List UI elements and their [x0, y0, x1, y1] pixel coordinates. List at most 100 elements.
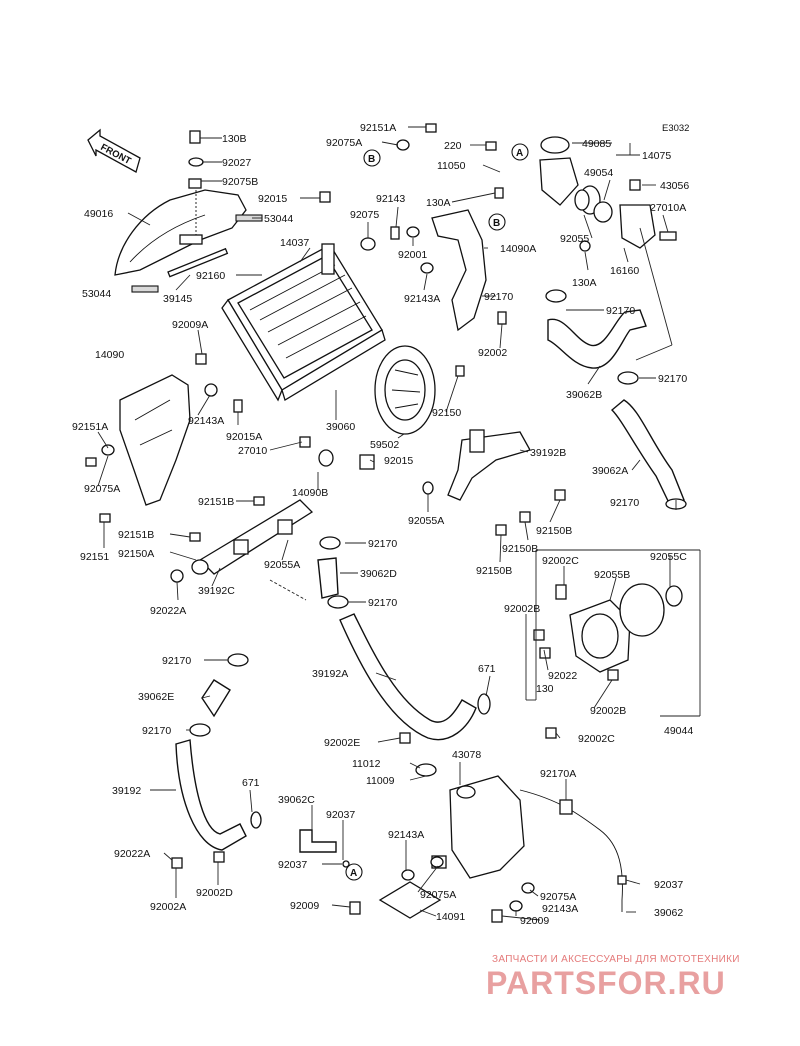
- part-label: 39192: [112, 785, 141, 797]
- part-label: 27010: [238, 445, 267, 457]
- part-label: 92002B: [504, 603, 540, 615]
- clamp-e-upper: [227, 653, 249, 667]
- part-label: 92001: [398, 249, 427, 261]
- shroud-bracket: [431, 209, 487, 332]
- part-label: 671: [242, 777, 260, 789]
- o-ring-671: [477, 693, 491, 715]
- lower-hose-e: [201, 679, 231, 718]
- thermostat-housing: [539, 136, 677, 249]
- radiator-upper-shroud: [114, 189, 247, 276]
- part-label: 92075A: [326, 137, 362, 149]
- part-label: 11012: [352, 758, 381, 770]
- part-number-labels: 130B 92027 92075B 49016 53044 53044 9216…: [72, 122, 693, 927]
- part-label: 92075A: [420, 889, 456, 901]
- part-label: 92143A: [404, 293, 440, 305]
- watermark-tagline: ЗАПЧАСТИ И АКСЕССУАРЫ ДЛЯ МОТОТЕХНИКИ: [492, 954, 740, 965]
- part-label: 92150B: [476, 565, 512, 577]
- part-label: 92002D: [196, 887, 233, 899]
- part-label: 92037: [326, 809, 355, 821]
- rubber-strip: [167, 247, 229, 278]
- svg-text:A: A: [350, 868, 357, 879]
- svg-text:B: B: [368, 154, 375, 165]
- part-label: 16160: [610, 265, 639, 277]
- part-label: 39062B: [566, 389, 602, 401]
- leader-lines: [97, 126, 701, 921]
- watermark: ЗАПЧАСТИ И АКСЕССУАРЫ ДЛЯ МОТОТЕХНИКИ PA…: [486, 954, 740, 1001]
- part-label: 92075A: [540, 891, 576, 903]
- upper-radiator-hose: [547, 309, 647, 369]
- part-label: 14090: [95, 349, 124, 361]
- part-label: 92143A: [188, 415, 224, 427]
- clamp-upper: [545, 289, 567, 303]
- part-label: 92015A: [226, 431, 262, 443]
- clamp-e-lower: [189, 723, 211, 737]
- part-label: 130A: [426, 197, 451, 209]
- part-label: 14091: [436, 911, 465, 923]
- callout-a-bottom[interactable]: A: [345, 863, 363, 881]
- overflow-hose: [519, 789, 623, 901]
- part-label: 92150B: [536, 525, 572, 537]
- part-label: 92170: [162, 655, 191, 667]
- part-label: 92170: [658, 373, 687, 385]
- cooling-fan: [359, 345, 436, 470]
- part-label: 92170A: [540, 768, 576, 780]
- part-label: 92055B: [594, 569, 630, 581]
- part-label: 92170: [142, 725, 171, 737]
- front-direction-arrow: FRONT: [87, 128, 141, 173]
- part-label: 130B: [222, 133, 247, 145]
- part-label: 39145: [163, 293, 192, 305]
- part-label: 130A: [572, 277, 597, 289]
- radiator-core: [221, 243, 386, 402]
- part-label: 49044: [664, 725, 693, 737]
- reserve-tank: [415, 763, 525, 879]
- part-label: 27010A: [650, 202, 686, 214]
- callout-a-top[interactable]: A: [511, 143, 529, 161]
- part-label: 92009: [290, 900, 319, 912]
- part-label: 92027: [222, 157, 251, 169]
- part-label: 39192C: [198, 585, 235, 597]
- part-label: 49054: [584, 167, 613, 179]
- clamp-d-upper: [319, 536, 341, 550]
- o-ring-lower: [250, 811, 262, 829]
- t-junction-pipe: [447, 429, 531, 501]
- part-label: 92002C: [542, 555, 579, 567]
- part-label: 92002: [478, 347, 507, 359]
- part-label: 49085: [582, 138, 611, 150]
- part-label: 92075: [350, 209, 379, 221]
- watermark-brand: PARTSFOR.RU: [486, 965, 726, 1001]
- part-label: 92055: [560, 233, 589, 245]
- part-label: 92150A: [118, 548, 154, 560]
- part-label: 92170: [484, 291, 513, 303]
- fasteners: [85, 123, 627, 923]
- clamp-mid: [617, 371, 639, 385]
- clamp-overflow: [559, 799, 573, 815]
- part-label: 92151B: [118, 529, 154, 541]
- part-label: 14075: [642, 150, 671, 162]
- part-label: 671: [478, 663, 496, 675]
- part-label: 92009A: [172, 319, 208, 331]
- part-label: 92075A: [84, 483, 120, 495]
- water-pump: [555, 583, 683, 673]
- part-label: 92009: [520, 915, 549, 927]
- part-label: 39062: [654, 907, 683, 919]
- short-hose-d: [317, 557, 339, 599]
- part-label: 92015: [384, 455, 413, 467]
- diagram-ref-code: E3032: [662, 123, 689, 134]
- part-label: 92150: [432, 407, 461, 419]
- long-water-pipe: [339, 613, 477, 741]
- callout-b-mid[interactable]: B: [488, 213, 506, 231]
- part-label: 92151A: [360, 122, 396, 134]
- part-label: 92143A: [542, 903, 578, 915]
- svg-text:A: A: [516, 148, 523, 159]
- part-label: 92022: [548, 670, 577, 682]
- breather-hose: [299, 829, 337, 853]
- callout-b-top[interactable]: B: [363, 149, 381, 167]
- part-label: 39192B: [530, 447, 566, 459]
- part-label: 92002E: [324, 737, 360, 749]
- part-label: 92002A: [150, 901, 186, 913]
- part-label: 92002C: [578, 733, 615, 745]
- part-label: 92055A: [264, 559, 300, 571]
- part-label: 43056: [660, 180, 689, 192]
- part-label: 39060: [326, 421, 355, 433]
